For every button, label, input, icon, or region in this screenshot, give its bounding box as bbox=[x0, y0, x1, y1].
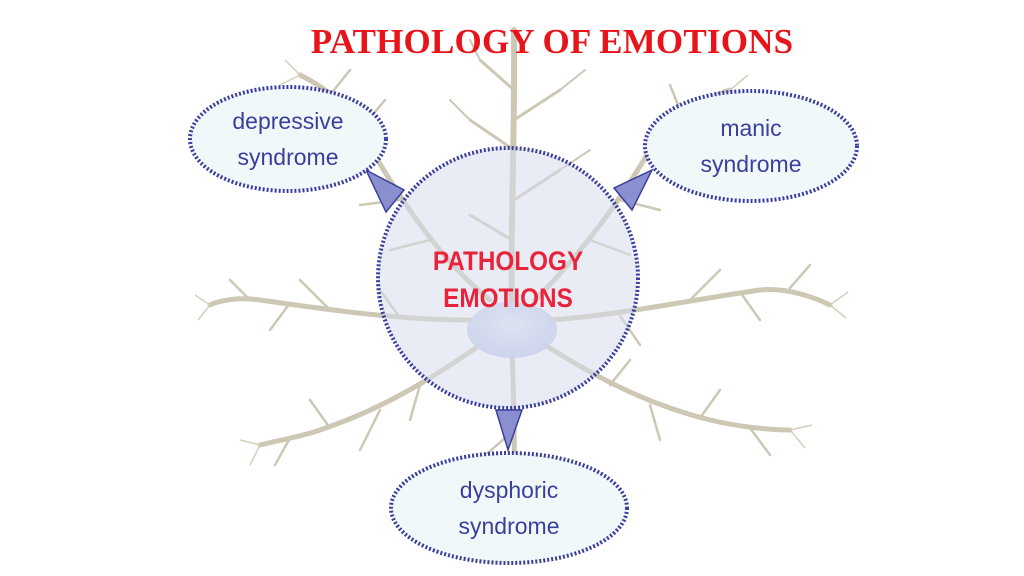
node-depressive-label: depressive syndrome bbox=[203, 103, 373, 175]
connector-arrow-manic bbox=[612, 168, 654, 212]
node-dysphoric-label: dysphoric syndrome bbox=[424, 472, 594, 544]
node-depressive-line1: depressive bbox=[232, 108, 344, 134]
node-manic-label: manic syndrome bbox=[666, 110, 836, 182]
node-manic-line1: manic bbox=[720, 115, 782, 141]
bubble-manic bbox=[643, 89, 859, 203]
node-dysphoric-line1: dysphoric bbox=[459, 477, 559, 503]
center-label-line1: PATHOLOGY bbox=[432, 246, 584, 276]
node-dysphoric-line2: syndrome bbox=[458, 513, 560, 539]
bubble-dysphoric bbox=[389, 451, 629, 565]
center-label-line2: EMOTIONS bbox=[443, 283, 573, 313]
node-depressive-line2: syndrome bbox=[237, 144, 339, 170]
bubble-depressive bbox=[188, 85, 388, 193]
connector-arrow-dysphoric bbox=[494, 409, 524, 453]
center-label: PATHOLOGY EMOTIONS bbox=[409, 243, 607, 317]
node-manic-line2: syndrome bbox=[700, 151, 802, 177]
center-circle bbox=[376, 146, 640, 410]
slide-title: PATHOLOGY OF EMOTIONS bbox=[310, 22, 794, 61]
connector-arrow-depressive bbox=[364, 168, 406, 214]
